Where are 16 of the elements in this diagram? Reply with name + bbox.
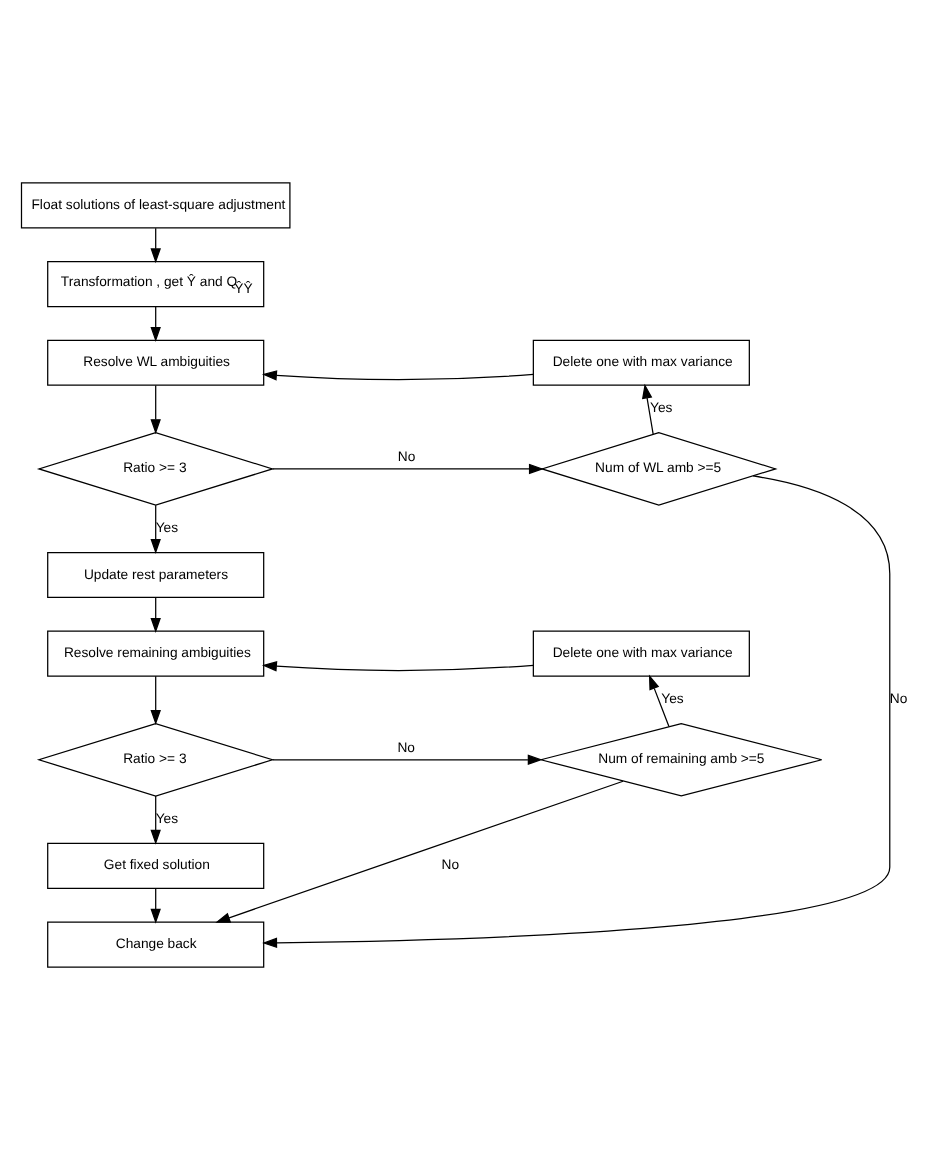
arrow bbox=[272, 754, 543, 766]
arrow bbox=[150, 675, 161, 726]
arrow bbox=[215, 780, 624, 923]
arrow bbox=[150, 306, 161, 342]
arrow bbox=[150, 795, 161, 845]
arrow bbox=[648, 674, 670, 728]
arrow bbox=[150, 597, 161, 633]
arrow bbox=[261, 370, 534, 381]
arrow bbox=[262, 475, 891, 949]
arrow bbox=[261, 661, 534, 672]
arrow bbox=[150, 504, 161, 554]
arrow bbox=[150, 384, 161, 435]
arrow bbox=[641, 383, 654, 435]
arrow bbox=[272, 463, 544, 475]
arrow bbox=[150, 227, 161, 264]
arrow bbox=[150, 888, 161, 924]
